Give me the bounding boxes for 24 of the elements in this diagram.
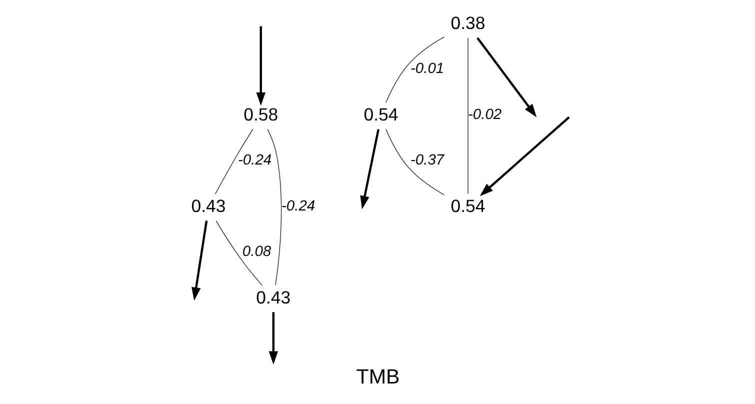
connector [266,128,282,286]
arrow [360,129,379,210]
connector [215,220,262,286]
node-text: 0.54 [450,196,485,216]
edge-label: -0.01 [410,61,444,78]
arrow [191,220,208,301]
node-text: 0.54 [363,104,398,124]
arrow [476,37,536,118]
connector [385,36,444,103]
arrow [256,26,266,106]
arrow [479,116,570,196]
arrow [268,312,278,364]
caption: TMB [356,365,400,388]
edge-label: 0.08 [242,244,271,260]
edge-label: -0.24 [281,198,315,214]
node-text: 0.38 [450,13,485,34]
connector [214,128,253,194]
edge-label: -0.02 [468,106,502,123]
node-text: 0.58 [243,104,278,124]
node-text: 0.43 [256,287,290,308]
edge-label: -0.24 [238,152,272,169]
node-text: 0.43 [190,196,226,216]
edge-label: -0.37 [410,152,444,169]
connector [385,129,444,196]
